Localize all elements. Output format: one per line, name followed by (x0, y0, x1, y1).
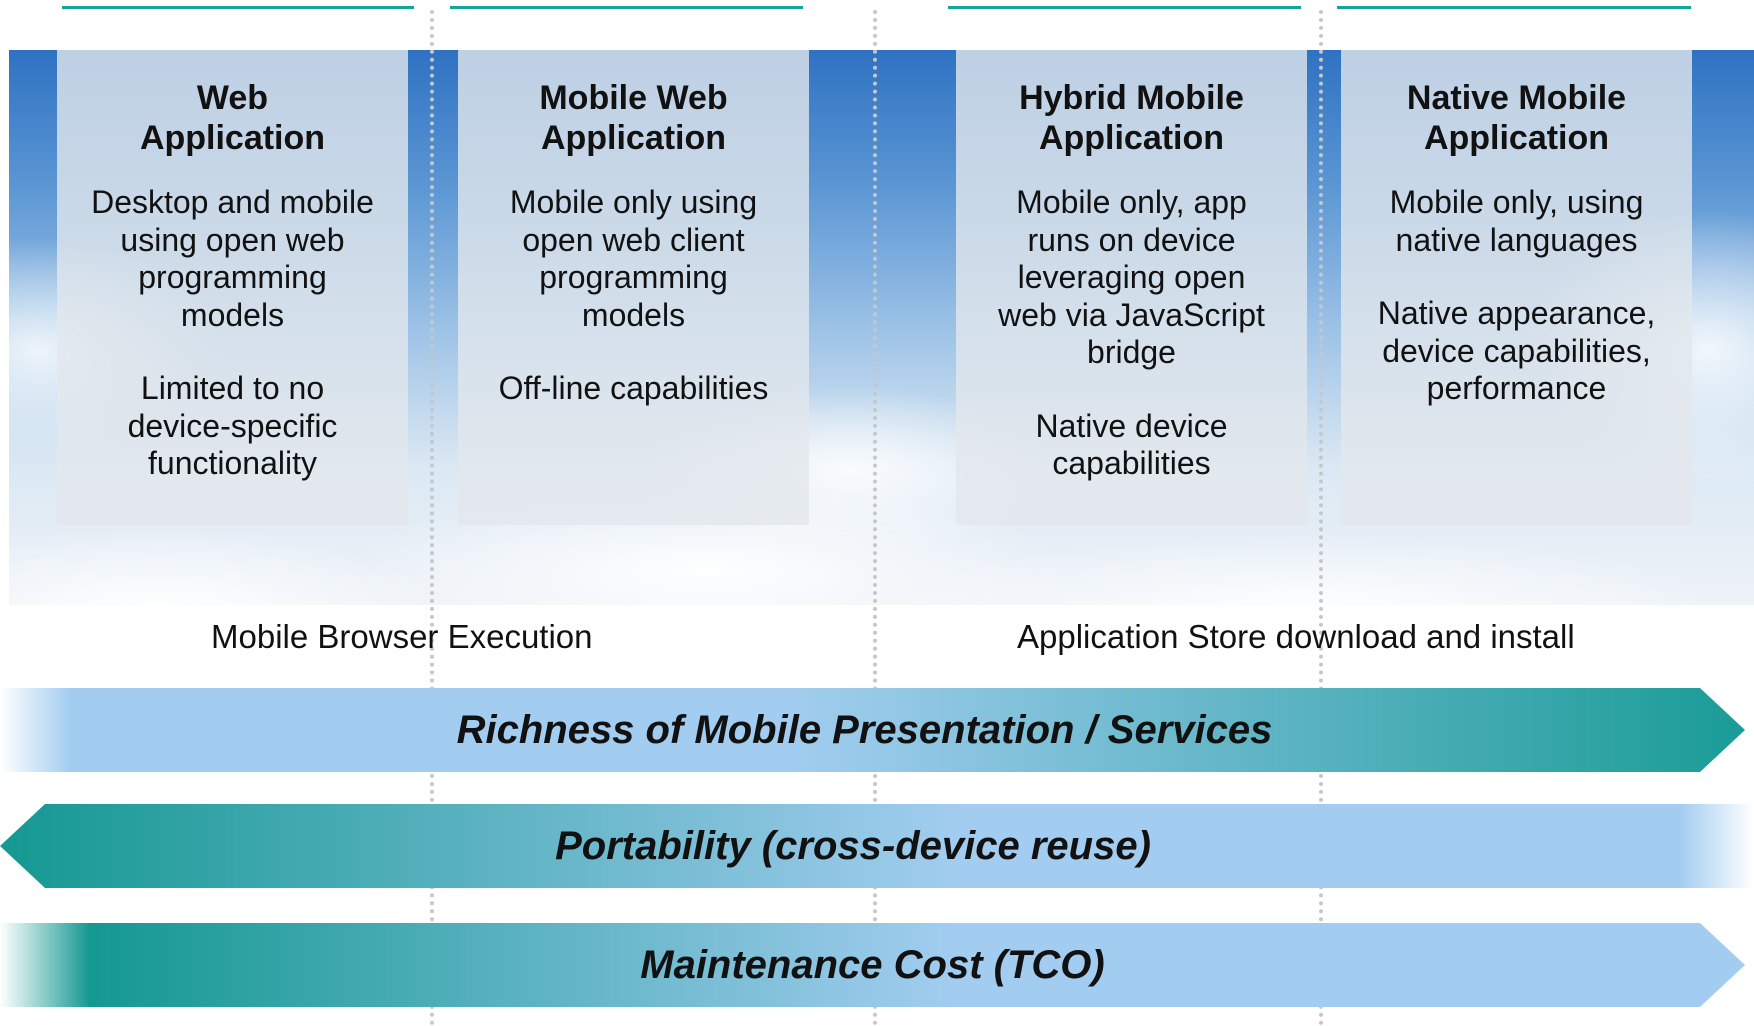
column-description: Mobile only using open web client progra… (509, 184, 758, 333)
browser-execution-label: Mobile Browser Execution (211, 618, 593, 655)
column-mobile-web-application: Mobile Web Application Mobile only using… (458, 50, 809, 525)
column-web-application: Web Application Desktop and mobile using… (57, 50, 408, 525)
column-description: Off-line capabilities (498, 370, 769, 406)
column-top-rule (450, 6, 803, 9)
app-store-label: Application Store download and install (1017, 618, 1575, 655)
column-title: Native Mobile Application (1406, 79, 1627, 157)
portability-label: Portability (cross-device reuse) (555, 823, 1151, 868)
column-description: Desktop and mobile using open web progra… (91, 184, 374, 333)
column-title: Web Application (139, 79, 326, 157)
richness-label: Richness of Mobile Presentation / Servic… (456, 707, 1273, 752)
column-top-rule (1337, 6, 1691, 9)
column-top-rule (948, 6, 1301, 9)
richness-arrow-bar: Richness of Mobile Presentation / Servic… (0, 688, 1745, 772)
column-title: Hybrid Mobile Application (1019, 79, 1244, 157)
maintenance-cost-arrow-bar: Maintenance Cost (TCO) (0, 923, 1745, 1007)
portability-arrow-bar: Portability (cross-device reuse) (0, 804, 1754, 888)
dotted-divider (873, 10, 877, 1026)
column-description: Native device capabilities (1035, 407, 1228, 482)
column-description: Native appearance, device capabilities, … (1377, 295, 1656, 406)
column-title: Mobile Web Application (539, 79, 728, 157)
dotted-divider (430, 10, 434, 1026)
column-native-mobile-application: Native Mobile Application Mobile only, u… (1341, 50, 1692, 525)
column-hybrid-mobile-application: Hybrid Mobile Application Mobile only, a… (956, 50, 1307, 525)
column-description: Mobile only, using native languages (1389, 184, 1644, 258)
maintenance-cost-label: Maintenance Cost (TCO) (640, 942, 1105, 987)
column-description: Limited to no device-specific functional… (127, 370, 338, 481)
column-description: Mobile only, app runs on device leveragi… (998, 184, 1265, 370)
column-top-rule (62, 6, 414, 9)
dotted-divider (1319, 10, 1323, 1026)
